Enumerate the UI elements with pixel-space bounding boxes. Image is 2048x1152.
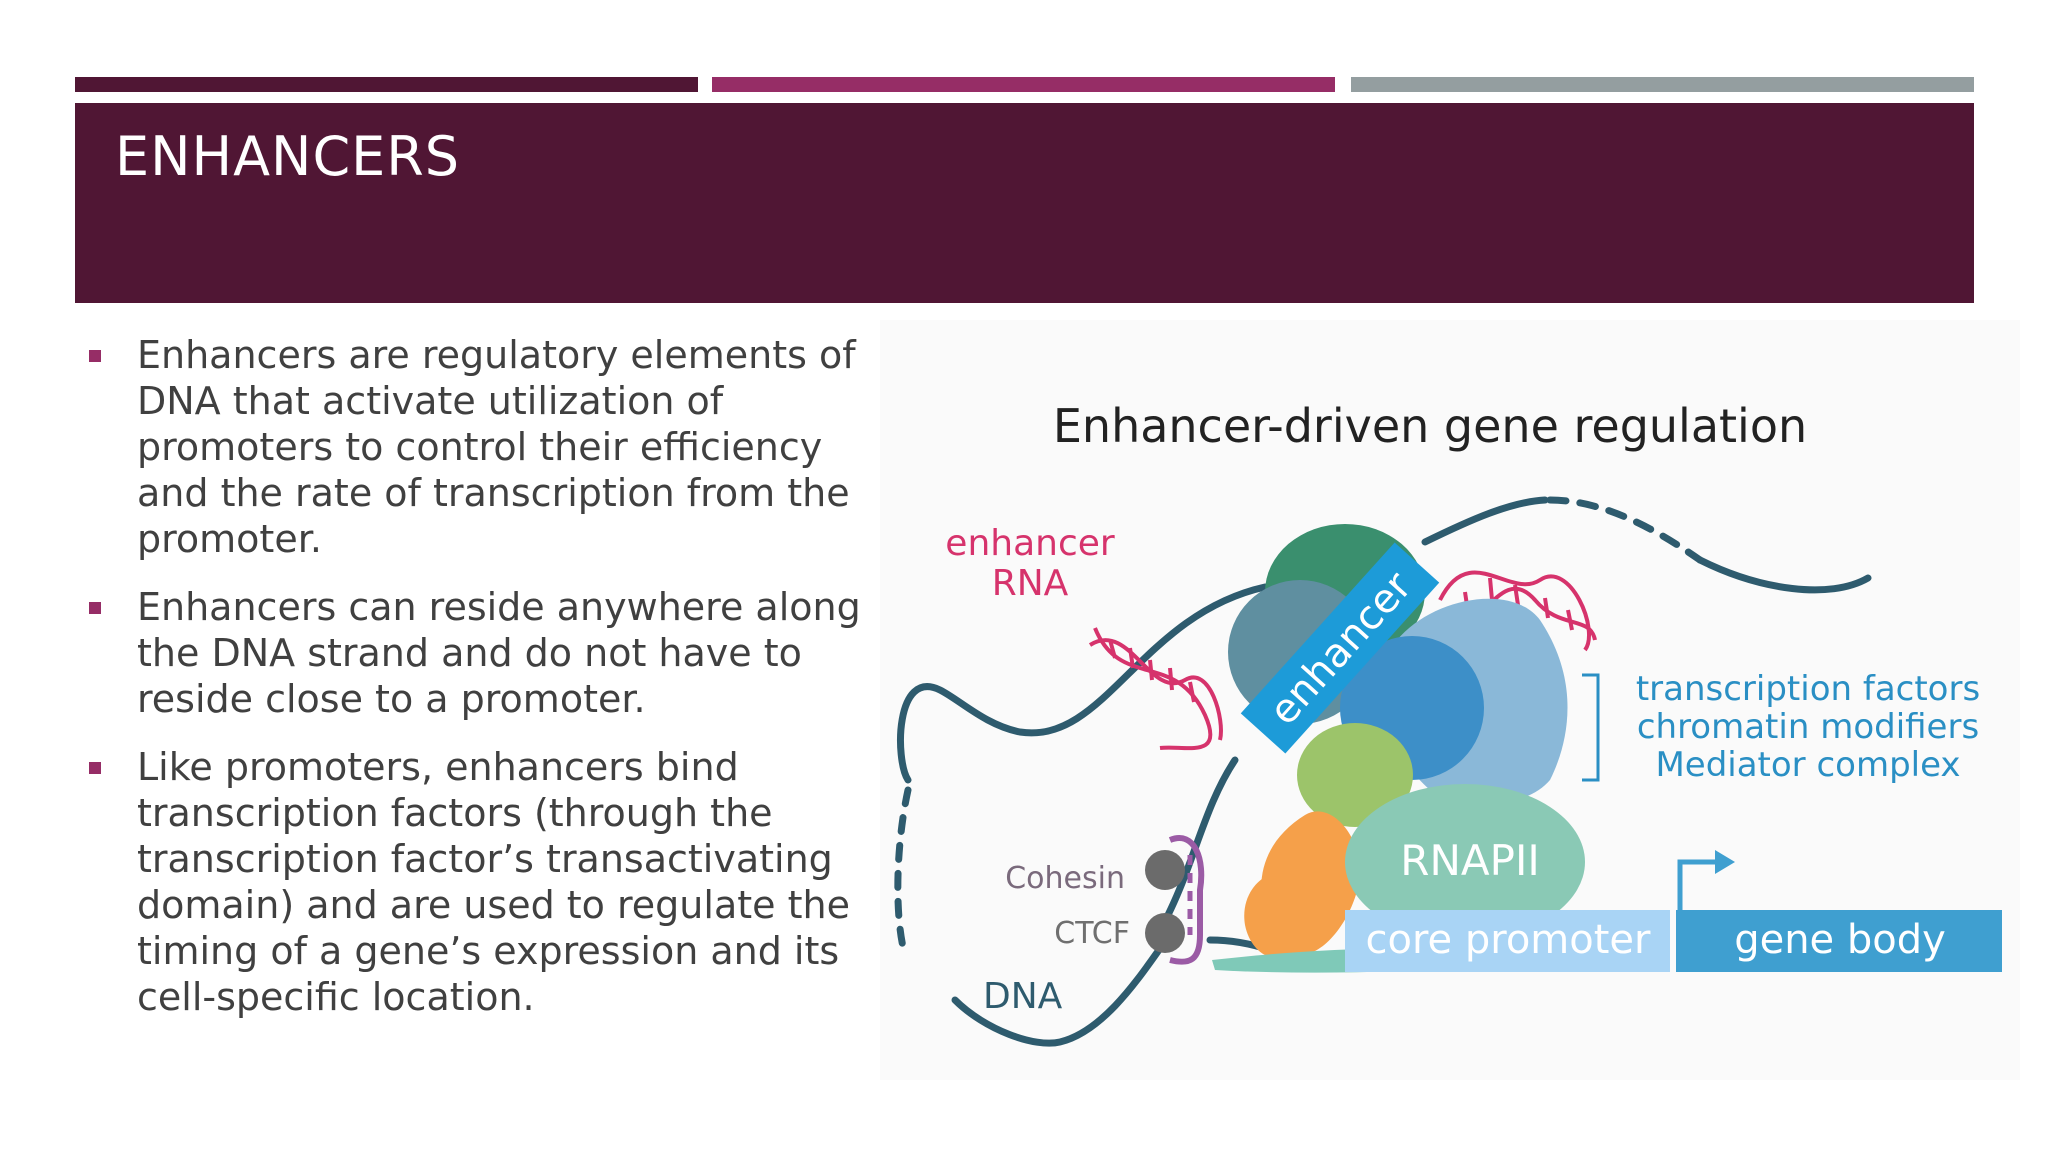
square-bullet-icon: [89, 762, 101, 774]
accent-bar-3: [1351, 77, 1974, 92]
enhancer-box: [1240, 542, 1440, 754]
bullet-list: Enhancers are regulatory elements of DNA…: [85, 332, 865, 1042]
ctcf-label: CTCF: [1054, 916, 1130, 951]
square-bullet-icon: [89, 602, 101, 614]
ctcf-dot: [1145, 913, 1185, 953]
diagram-title: Enhancer-driven gene regulation: [1053, 399, 1807, 453]
accent-bar-1: [75, 77, 698, 92]
arrow-head-icon: [1715, 850, 1735, 874]
title-band: ENHANCERS: [75, 103, 1974, 303]
tss-arrow-icon: [1677, 859, 1720, 910]
dna-label: DNA: [983, 976, 1063, 1017]
bullet-item: Enhancers are regulatory elements of DNA…: [85, 332, 865, 562]
mediator-blob: [1297, 723, 1413, 827]
bracket: [1582, 673, 1600, 782]
rnapii-blob: [1345, 784, 1585, 940]
chromatin-modifiers-label: chromatin modifiers: [1637, 707, 1979, 747]
dna-strand: [897, 583, 1269, 784]
transcription-factors-label: transcription factors: [1636, 669, 1980, 709]
gene-body-box: [1676, 910, 2002, 972]
mediator-complex-label: Mediator complex: [1655, 745, 1960, 785]
enhancer-diagram: Enhancer-driven gene regulation RNAPII: [880, 320, 2020, 1080]
gene-body-label: gene body: [1734, 917, 1946, 963]
bullet-text: Enhancers can reside anywhere along the …: [137, 585, 861, 721]
bullet-item: Like promoters, enhancers bind transcrip…: [85, 744, 865, 1020]
dna-strand-dashed: [894, 786, 912, 959]
dna-strand: [1421, 496, 1549, 546]
general-transcription-factor-blob: [1244, 870, 1304, 959]
bullet-item: Enhancers can reside anywhere along the …: [85, 584, 865, 722]
accent-bar-2: [712, 77, 1335, 92]
square-bullet-icon: [89, 350, 101, 362]
dna-strand: [1164, 756, 1239, 919]
slide-title: ENHANCERS: [115, 125, 461, 188]
cohesin-label: Cohesin: [1005, 861, 1125, 896]
bullet-text: Enhancers are regulatory elements of DNA…: [137, 333, 856, 561]
dna-strand-dashed: [1546, 496, 1704, 564]
enhancer-rna-label: enhancer: [945, 523, 1115, 564]
core-promoter-label: core promoter: [1366, 917, 1652, 963]
core-promoter-box: [1345, 910, 1670, 972]
bullet-text: Like promoters, enhancers bind transcrip…: [137, 745, 850, 1019]
enhancer-rna-label: RNA: [992, 563, 1069, 604]
cohesin-ring: [1168, 835, 1205, 965]
enhancer-rna-helix: [1088, 627, 1223, 751]
cohesin-dot: [1145, 850, 1185, 890]
dna-strand: [1696, 556, 1872, 594]
rnapii-label: RNAPII: [1400, 836, 1539, 885]
dna-strand: [951, 931, 1174, 1047]
